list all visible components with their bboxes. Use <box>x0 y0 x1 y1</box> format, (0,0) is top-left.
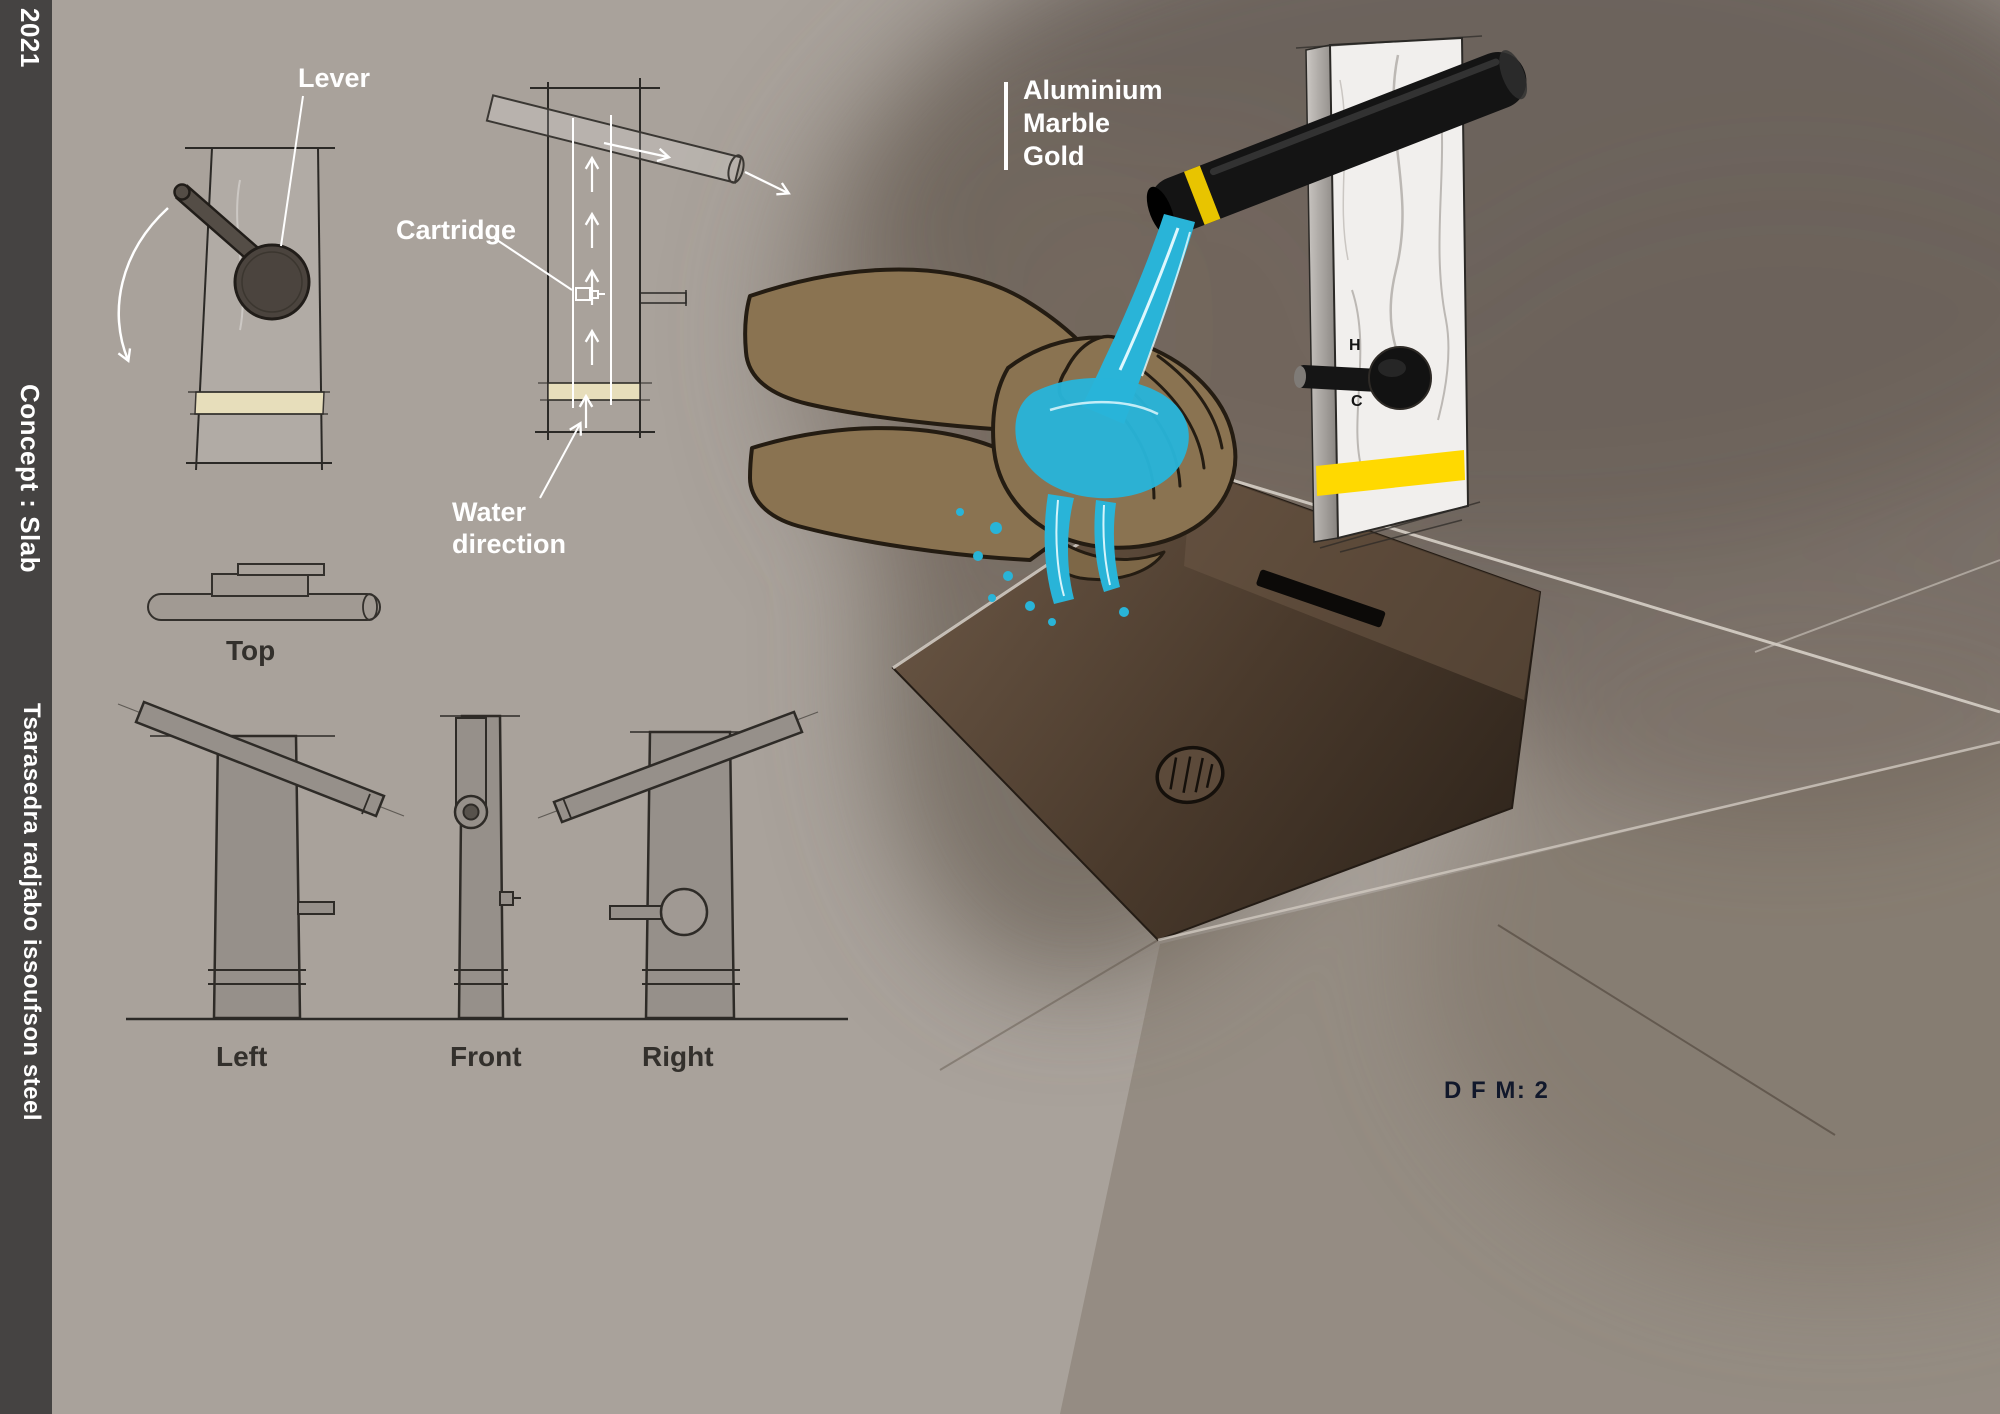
construction-lines <box>1295 35 1483 553</box>
water-direction-leader <box>539 421 583 499</box>
sketch-section-flow <box>485 78 791 499</box>
cartridge-symbol <box>575 287 605 301</box>
spout-left-view <box>134 700 386 818</box>
flow-arrows-right <box>603 141 791 196</box>
faucet-render <box>1146 35 1528 553</box>
spout-front-view <box>455 717 487 807</box>
rotation-arrow <box>117 207 169 363</box>
gold-stripe <box>1316 450 1465 496</box>
material-marble: Marble <box>1023 108 1111 138</box>
water-stream <box>1082 214 1195 424</box>
materials-legend: Aluminium Marble Gold <box>1023 74 1163 173</box>
sketch-top-view <box>147 563 381 621</box>
front-view-label: Front <box>450 1041 522 1072</box>
sidebar: 2021 Concept : Slab Tsarasedra radjabo i… <box>0 0 52 1414</box>
lever-leader-line <box>280 95 304 247</box>
author-label: Tsarasedra radjabo issoufson steel <box>18 703 45 1122</box>
sketch-left-view <box>117 700 405 1020</box>
dfm-label: D F M: 2 <box>1444 1077 1550 1104</box>
sketch-lever-detail <box>117 95 335 471</box>
water-highlights <box>1049 227 1191 597</box>
materials-divider <box>1004 82 1008 170</box>
cartridge-leader-line <box>493 237 573 291</box>
water-droplets <box>956 508 1129 626</box>
flow-arrows-up <box>578 155 600 428</box>
mixer-knob <box>1293 346 1432 410</box>
right-view-label: Right <box>642 1041 714 1072</box>
water-render <box>956 214 1195 626</box>
cold-marking: C <box>1351 393 1363 410</box>
concept-title: Concept : Slab <box>15 384 45 574</box>
water-channel-lines <box>572 115 612 408</box>
water-direction-label: Water direction <box>452 497 567 560</box>
lever-knob <box>233 243 311 321</box>
gold-ring <box>1183 165 1221 225</box>
left-view-label: Left <box>216 1041 268 1072</box>
spout <box>1146 50 1528 236</box>
top-view-label: Top <box>226 635 276 666</box>
year-label: 2021 <box>15 8 45 68</box>
sketch-right-view <box>537 710 819 1020</box>
drain <box>1155 745 1225 805</box>
knob-right-view <box>659 887 709 937</box>
material-gold: Gold <box>1023 141 1085 171</box>
cartridge-label: Cartridge <box>396 215 517 245</box>
hot-marking: H <box>1349 337 1361 354</box>
spout-right-view <box>552 710 804 824</box>
lever-label: Lever <box>298 63 371 93</box>
handle-stub-sketch <box>639 290 687 306</box>
overflow-slot <box>1256 569 1386 628</box>
material-aluminium: Aluminium <box>1023 75 1163 105</box>
